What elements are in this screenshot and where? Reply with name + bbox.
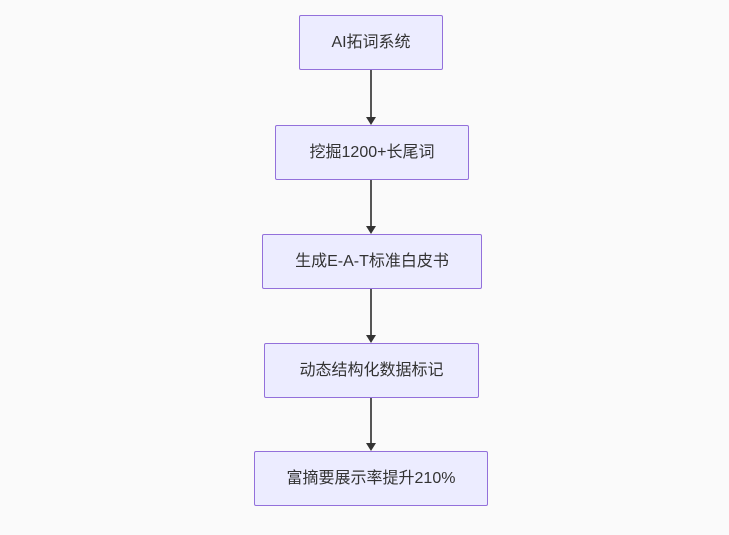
node-label: 挖掘1200+长尾词 [309,143,435,161]
arrowhead-down-icon [366,117,376,125]
node-label: 动态结构化数据标记 [299,361,444,379]
flowchart-arrow-1 [365,70,377,125]
arrowhead-down-icon [366,443,376,451]
flowchart-node-eat-whitepaper: 生成E-A-T标准白皮书 [262,234,482,289]
flowchart-node-rich-snippet-rate: 富摘要展示率提升210% [254,451,488,506]
arrow-line [370,70,372,117]
flowchart-arrow-3 [365,289,377,343]
flowchart-node-structured-data-markup: 动态结构化数据标记 [264,343,479,398]
node-label: 富摘要展示率提升210% [286,469,456,487]
flowchart-node-longtail-mining: 挖掘1200+长尾词 [275,125,469,180]
arrow-line [370,398,372,443]
node-label: AI拓词系统 [331,33,411,51]
flowchart-arrow-4 [365,398,377,451]
arrowhead-down-icon [366,335,376,343]
arrowhead-down-icon [366,226,376,234]
flowchart-node-ai-keyword-system: AI拓词系统 [299,15,443,70]
arrow-line [370,180,372,226]
node-label: 生成E-A-T标准白皮书 [295,252,449,270]
arrow-line [370,289,372,335]
flowchart-arrow-2 [365,180,377,234]
